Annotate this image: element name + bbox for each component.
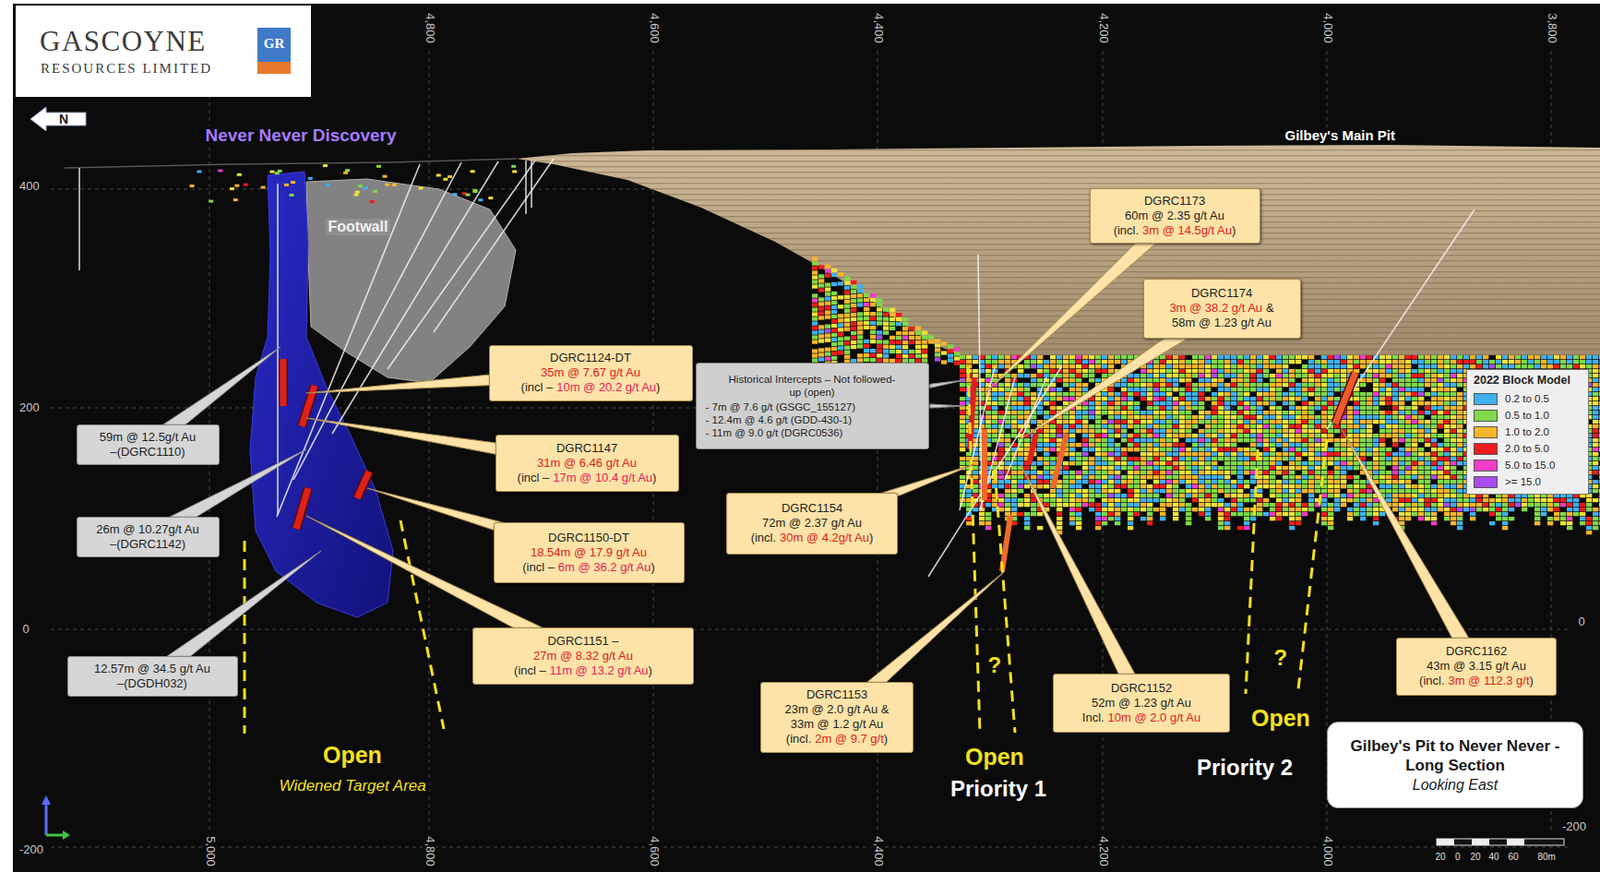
- stage: GASCOYNERESOURCES LIMITEDGRNDGRC117360m …: [0, 0, 1600, 872]
